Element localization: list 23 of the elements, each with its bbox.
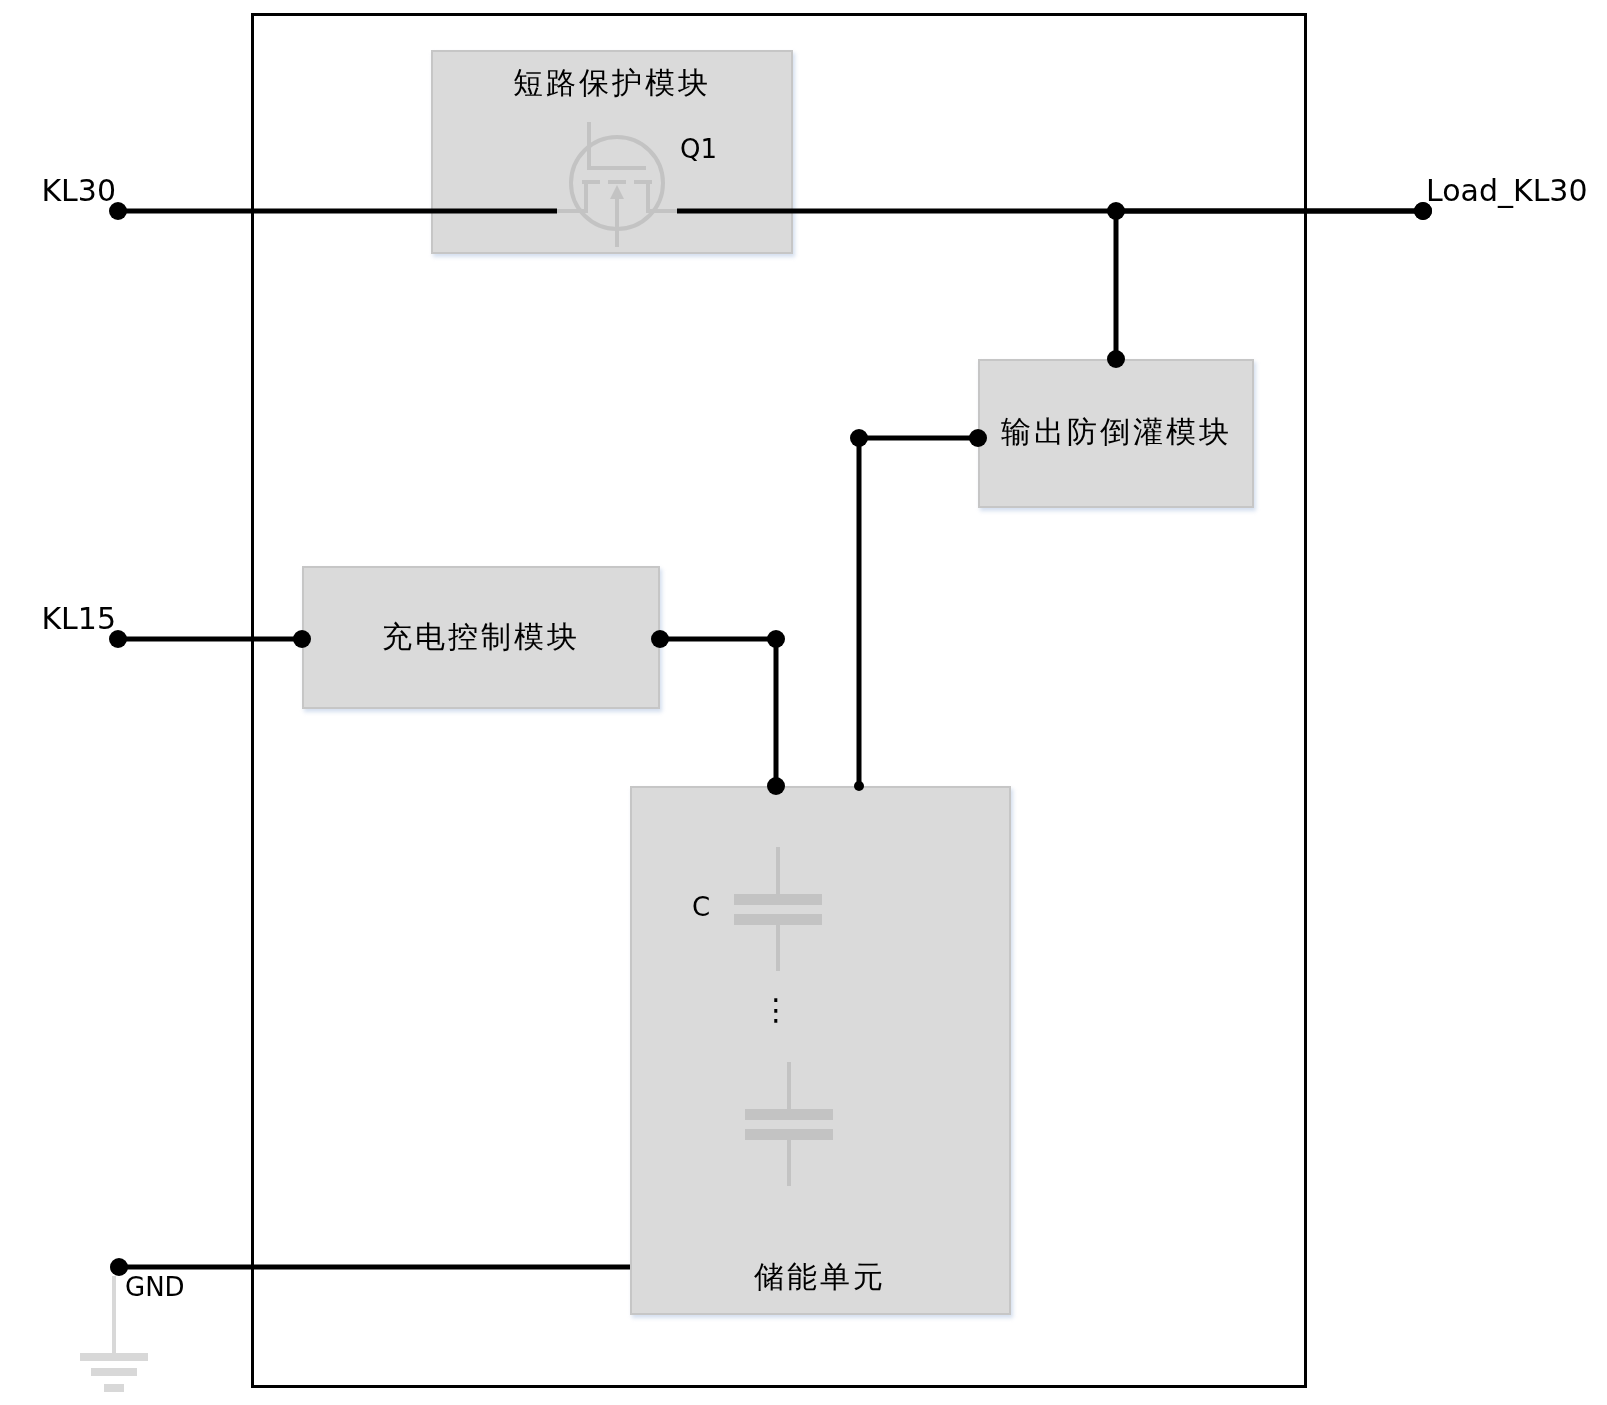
module-title: 短路保护模块 [513, 65, 711, 101]
component-label: C [692, 892, 711, 924]
module-block [978, 359, 1254, 508]
module-block [630, 786, 1011, 1315]
module-title: 充电控制模块 [382, 619, 580, 655]
mosfet-symbol [557, 122, 677, 247]
wire [110, 1258, 630, 1276]
terminal-label: KL30 [41, 173, 116, 209]
wire [850, 429, 987, 791]
wire [1107, 202, 1432, 368]
wire [109, 202, 557, 220]
vertical-ellipsis: ⋮ [761, 992, 791, 1028]
module-block [431, 50, 793, 254]
terminal-label: Load_KL30 [1426, 173, 1588, 209]
module-title: 输出防倒灌模块 [1000, 414, 1232, 450]
component-label: Q1 [680, 134, 717, 166]
wire [651, 630, 785, 795]
module-title: 储能单元 [754, 1259, 886, 1295]
wire [109, 630, 311, 648]
terminal-label: GND [125, 1272, 185, 1304]
module-block [302, 566, 660, 709]
terminal-label: KL15 [41, 601, 116, 637]
enclosure-frame [251, 13, 1307, 1388]
